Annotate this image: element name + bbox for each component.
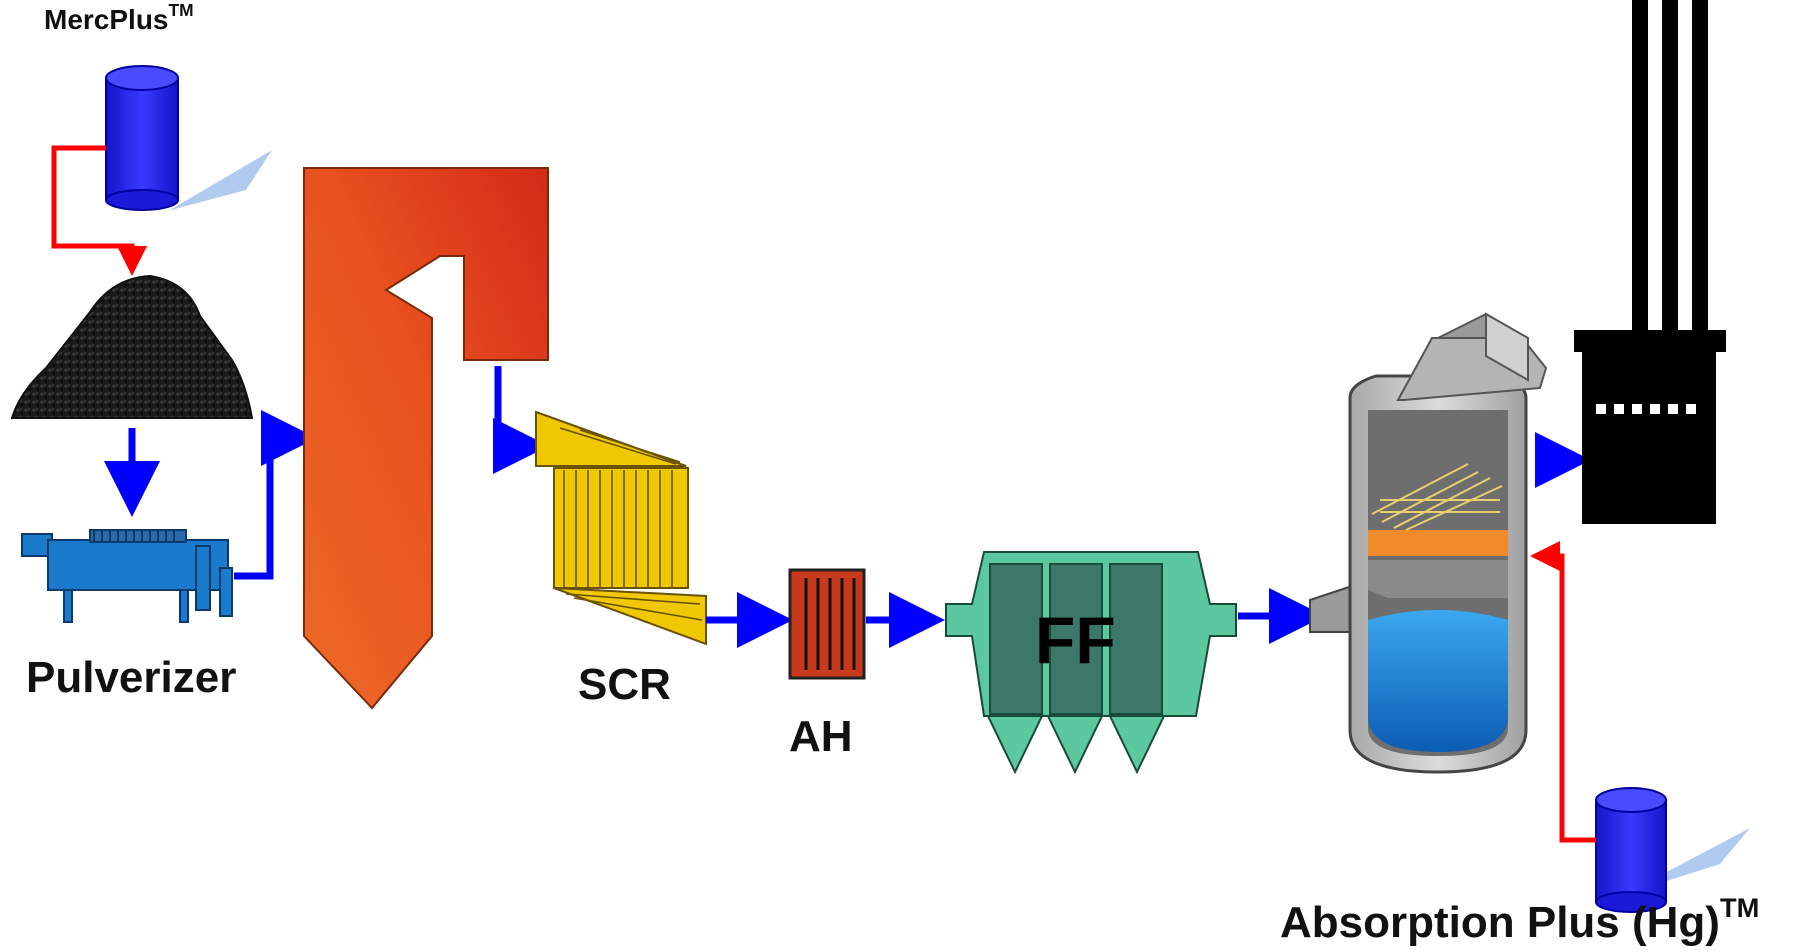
ah-label: AH [789,712,853,761]
boiler-to-scr-arrow [493,366,549,474]
fabric-filter-icon [945,551,1237,775]
mercplus-text: MercPlus [44,4,169,35]
ff-label: FF [1035,603,1116,677]
absorption-plus-trademark: TM [1719,892,1760,924]
pulverizer-label: Pulverizer [26,653,237,702]
pulverizer-to-boiler-arrow [234,410,317,580]
coal-pile-icon [10,274,254,419]
stack-icon [1574,0,1726,524]
mercplus-tank-icon [105,65,272,214]
mercplus-trademark: TM [168,0,194,21]
absorber-icon [1309,312,1548,774]
mercplus-feed-arrow [51,145,147,276]
absorption-plus-feed-arrow [1530,541,1596,843]
scr-icon [535,410,707,646]
scr-label: SCR [578,660,671,709]
absorption-plus-text: Absorption Plus (Hg) [1280,898,1720,947]
boiler-icon [303,167,549,710]
air-heater-icon [788,568,866,680]
pulverizer-icon [21,529,233,623]
mercplus-label: MercPlusTM [44,1,194,36]
absorption-plus-tank-icon [1595,787,1750,913]
absorption-plus-label: Absorption Plus (Hg)TM [1280,894,1759,948]
